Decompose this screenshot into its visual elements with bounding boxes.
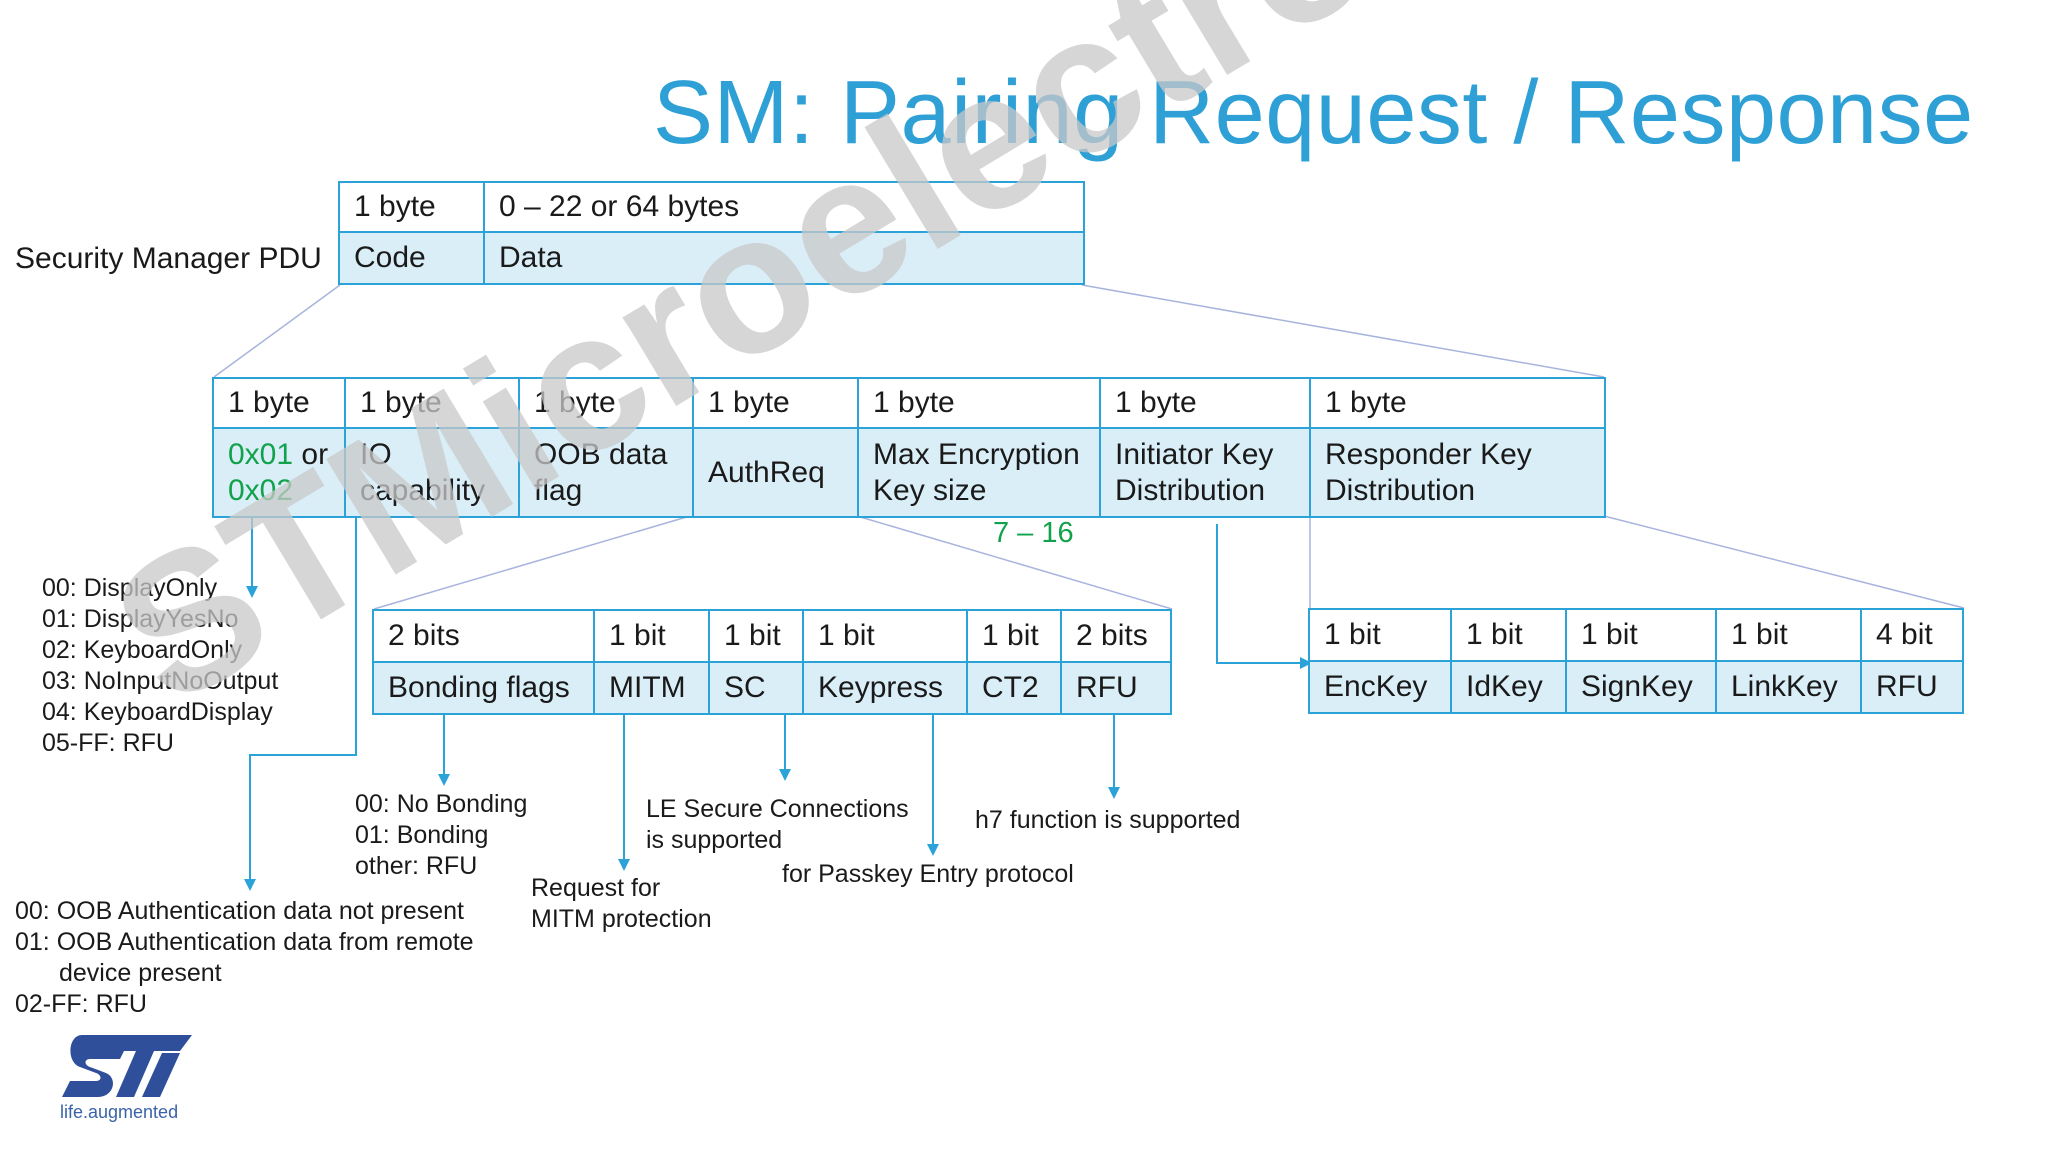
keydist-linkkey-size: 1 bit [1715, 608, 1862, 662]
authreq-rfu-size: 2 bits [1060, 609, 1172, 663]
keydist-linkkey: LinkKey [1715, 660, 1862, 714]
field-maxkey-size: 1 byte [857, 377, 1101, 429]
authreq-ct2-size: 1 bit [966, 609, 1062, 663]
keypress-note: for Passkey Entry protocol [782, 860, 1074, 888]
page-title: SM: Pairing Request / Response [653, 63, 1974, 163]
authreq-sc: SC [708, 661, 804, 715]
pdu-label: Security Manager PDU [15, 242, 322, 275]
authreq-mitm-size: 1 bit [593, 609, 710, 663]
sc-note: LE Secure Connections is supported [646, 795, 909, 854]
authreq-sc-size: 1 bit [708, 609, 804, 663]
field-oob-size: 1 byte [518, 377, 694, 429]
keydist-idkey-size: 1 bit [1450, 608, 1567, 662]
authreq-ct2: CT2 [966, 661, 1062, 715]
authreq-keypress: Keypress [802, 661, 968, 715]
bonding-values: 00: No Bonding 01: Bonding other: RFU [355, 790, 528, 880]
pdu-code-cell: Code [338, 231, 485, 285]
keydist-signkey: SignKey [1565, 660, 1717, 714]
field-authreq-size: 1 byte [692, 377, 859, 429]
oob-values: 00: OOB Authentication data not present … [15, 897, 474, 1018]
authreq-rfu: RFU [1060, 661, 1172, 715]
pdu-data-size: 0 – 22 or 64 bytes [483, 181, 1085, 233]
authreq-bonding-flags: Bonding flags [372, 661, 595, 715]
authreq-mitm: MITM [593, 661, 710, 715]
authreq-keypress-size: 1 bit [802, 609, 968, 663]
field-io-size: 1 byte [344, 377, 520, 429]
keydist-rfu: RFU [1860, 660, 1964, 714]
io-capability-values: 00: DisplayOnly 01: DisplayYesNo 02: Key… [42, 574, 279, 757]
mitm-note: Request for MITM protection [531, 874, 712, 933]
field-code-size: 1 byte [212, 377, 346, 429]
pdu-data-cell: Data [483, 231, 1085, 285]
field-initiator-size: 1 byte [1099, 377, 1311, 429]
ct2-note: h7 function is supported [975, 806, 1241, 834]
key-size-range: 7 – 16 [993, 517, 1074, 549]
st-logo-icon [62, 1035, 192, 1097]
keydist-idkey: IdKey [1450, 660, 1567, 714]
logo-tagline: life.augmented [60, 1102, 179, 1122]
keydist-signkey-size: 1 bit [1565, 608, 1717, 662]
authreq-bonding-size: 2 bits [372, 609, 595, 663]
keydist-rfu-size: 4 bit [1860, 608, 1964, 662]
pdu-code-size: 1 byte [338, 181, 485, 233]
field-authreq: AuthReq [692, 427, 859, 518]
keydist-enckey-size: 1 bit [1308, 608, 1452, 662]
field-responder-size: 1 byte [1309, 377, 1606, 429]
keydist-enckey: EncKey [1308, 660, 1452, 714]
